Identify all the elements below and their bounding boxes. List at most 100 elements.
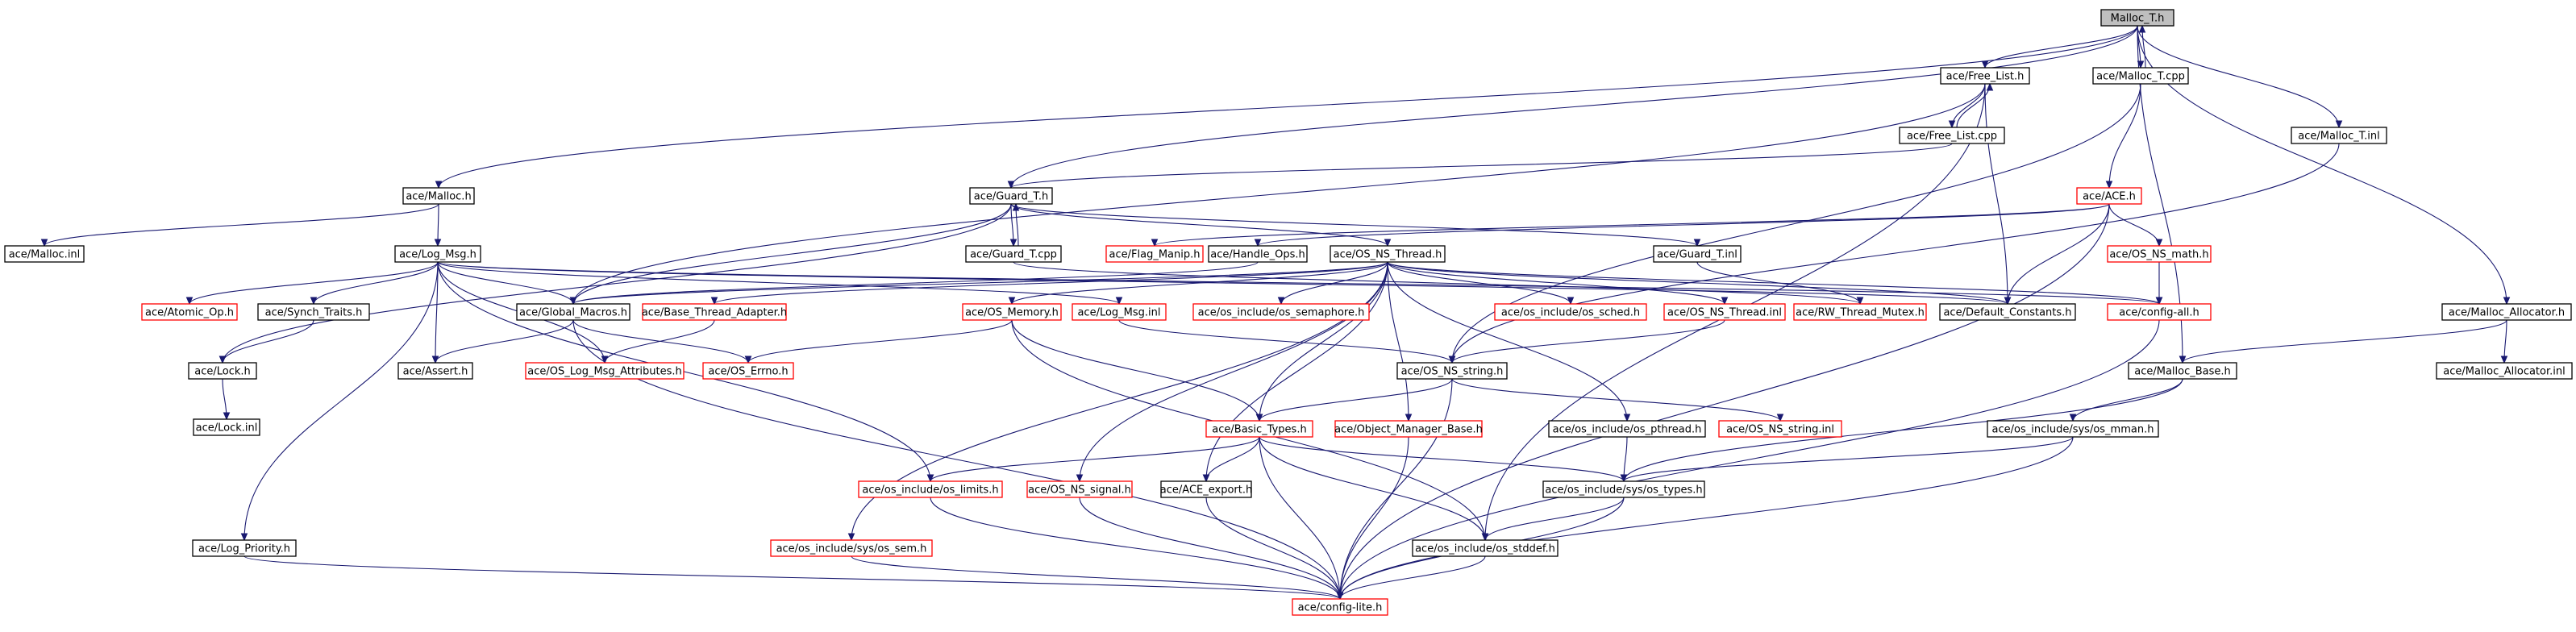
arrowhead-os_ns_thread_h-to-os_pthread_h	[1623, 414, 1631, 422]
node-malloc-inl[interactable]: ace/Malloc.inl	[4, 245, 85, 263]
nodes-layer: Malloc_T.h ace/Free_List.h ace/Malloc_T.cp…	[4, 9, 2573, 616]
node-label: ace/Malloc_T.inl	[2298, 131, 2380, 143]
node-label: ace/OS_NS_Thread.inl	[1667, 307, 1782, 319]
arrowhead-log_msg_h-to-synch_traits_h	[310, 297, 318, 306]
node-box	[141, 303, 238, 321]
node-malloc-base-h[interactable]: ace/Malloc_Base.h	[2128, 362, 2237, 380]
node-malloc-allocator-inl[interactable]: ace/Malloc_Allocator.inl	[2436, 362, 2573, 380]
node-guard-t-cpp[interactable]: ace/Guard_T.cpp	[965, 245, 1062, 263]
node-os-ns-math-h: ace/OS_NS_math.h	[2107, 245, 2212, 263]
arrowhead-malloc_t_h-to-malloc_t_cpp	[2137, 60, 2145, 69]
edge-os_ns_thread_h-to-os_semaphore_h	[1280, 261, 1388, 305]
node-box	[1412, 539, 1559, 557]
node-malloc-allocator-h[interactable]: ace/Malloc_Allocator.h	[2441, 303, 2572, 321]
node-label: ace/OS_NS_Thread.h	[1334, 249, 1442, 261]
node-label: ace/Guard_T.inl	[1657, 249, 1737, 261]
edge-malloc_allocator_h-to-malloc_base_h	[2182, 319, 2507, 364]
node-box	[257, 303, 370, 321]
node-ace-h: ace/ACE.h	[2076, 187, 2142, 205]
arrowhead-ace_h-to-flag_manip_h	[1151, 239, 1159, 247]
arrowhead-guard_t_h-to-os_ns_thread_h	[1384, 239, 1392, 247]
node-atomic-op-h: ace/Atomic_Op.h	[141, 303, 238, 321]
node-ace-export-h[interactable]: ace/ACE_export.h	[1160, 480, 1252, 498]
node-log-msg-h[interactable]: ace/Log_Msg.h	[394, 245, 481, 263]
node-os-ns-thread-h[interactable]: ace/OS_NS_Thread.h	[1330, 245, 1446, 263]
arrowhead-basic_types_h-to-ace_export_h	[1202, 474, 1210, 483]
node-malloc-t-inl[interactable]: ace/Malloc_T.inl	[2291, 127, 2387, 144]
node-os-errno-h: ace/OS_Errno.h	[702, 362, 794, 380]
arrowhead-guard_t_h-to-guard_t_cpp	[1009, 239, 1017, 247]
node-box	[2436, 362, 2573, 380]
edge-os_mman_h-to-os_types_h	[1623, 436, 2074, 482]
node-label: ace/Guard_T.h	[974, 191, 1048, 203]
node-malloc-t-h[interactable]: Malloc_T.h	[2100, 9, 2174, 27]
edge-os_ns_thread_h-to-os_ns_signal_h	[1079, 261, 1388, 482]
node-global-macros-h[interactable]: ace/Global_Macros.h	[516, 303, 630, 321]
node-malloc-h[interactable]: ace/Malloc.h	[402, 187, 475, 205]
node-box	[1192, 303, 1370, 321]
node-box	[770, 539, 933, 557]
node-label: ace/Malloc_Base.h	[2134, 366, 2231, 378]
arrowhead-log_msg_h-to-atomic_op_h	[185, 297, 194, 306]
edge-os_ns_string_h-to-basic_types_h	[1259, 378, 1453, 422]
arrowhead-os_ns_thread_h-to-os_sem_h	[847, 533, 855, 542]
node-assert-h[interactable]: ace/Assert.h	[397, 362, 473, 380]
arrowhead-lock_h-to-lock_inl	[223, 412, 231, 421]
node-lock-inl[interactable]: ace/Lock.inl	[193, 418, 260, 436]
node-free-list-cpp[interactable]: ace/Free_List.cpp	[1899, 127, 2005, 144]
arrowhead-os_ns_thread_h-to-os_memory_h	[1008, 297, 1016, 306]
node-handle-ops-h[interactable]: ace/Handle_Ops.h	[1208, 245, 1308, 263]
node-label: ace/Log_Msg.h	[399, 249, 476, 261]
edge-os_ns_thread_h-to-ace_export_h	[1205, 261, 1388, 482]
edge-ace_export_h-to-config_lite_h	[1205, 497, 1341, 600]
edge-os_ns_thread_h-to-object_manager_base_h	[1387, 261, 1409, 422]
arrowhead-free_list_h-to-free_list_cpp	[1948, 120, 1956, 129]
node-label: ace/os_include/os_stddef.h	[1415, 543, 1555, 555]
edge-object_manager_base_h-to-config_lite_h	[1339, 436, 1409, 600]
arrowhead-os_mman_h-to-os_types_h	[1620, 474, 1628, 483]
edge-os_ns_thread_h-to-os_ns_thread_inl	[1387, 261, 1725, 305]
node-box	[1396, 362, 1508, 380]
node-basic-types-h: ace/Basic_Types.h	[1205, 420, 1313, 438]
node-os-types-h[interactable]: ace/os_include/sys/os_types.h	[1542, 480, 1705, 498]
node-guard-t-inl[interactable]: ace/Guard_T.inl	[1653, 245, 1742, 263]
arrowhead-synch_traits_h-to-lock_h	[218, 356, 227, 364]
node-box	[1793, 303, 1927, 321]
edge-malloc_base_h-to-os_mman_h	[2072, 378, 2183, 422]
node-label: ace/OS_Log_Msg_Attributes.h	[527, 366, 681, 378]
node-box	[969, 187, 1053, 205]
edge-os_ns_thread_h-to-config_all_h	[1387, 261, 2160, 305]
node-synch-traits-h[interactable]: ace/Synch_Traits.h	[257, 303, 370, 321]
node-malloc-t-cpp[interactable]: ace/Malloc_T.cpp	[2092, 67, 2189, 85]
arrowhead-os_ns_thread_h-to-base_thread_adapter_h	[710, 297, 718, 306]
node-default-constants-h[interactable]: ace/Default_Constants.h	[1939, 303, 2076, 321]
arrowhead-global_macros_h-to-assert_h	[431, 356, 439, 364]
node-free-list-h[interactable]: ace/Free_List.h	[1940, 67, 2030, 85]
node-box	[192, 539, 297, 557]
node-guard-t-h[interactable]: ace/Guard_T.h	[969, 187, 1053, 205]
node-label: ace/os_include/sys/os_mman.h	[1992, 424, 2154, 436]
node-os-pthread-h[interactable]: ace/os_include/os_pthread.h	[1548, 420, 1706, 438]
arrowhead-malloc_t_h-to-malloc_t_inl	[2335, 120, 2343, 129]
node-box	[1026, 480, 1133, 498]
node-label: ace/os_include/os_pthread.h	[1553, 424, 1702, 436]
edge-basic_types_h-to-os_limits_h	[930, 436, 1260, 482]
node-os-ns-string-h[interactable]: ace/OS_NS_string.h	[1396, 362, 1508, 380]
node-os-stddef-h[interactable]: ace/os_include/os_stddef.h	[1412, 539, 1559, 557]
arrowhead-os_ns_thread_h-to-os_semaphore_h	[1277, 297, 1285, 306]
node-box	[1663, 303, 1786, 321]
node-log-priority-h[interactable]: ace/Log_Priority.h	[192, 539, 297, 557]
node-os-mman-h[interactable]: ace/os_include/sys/os_mman.h	[1987, 420, 2159, 438]
edge-guard_t_cpp-to-rw_thread_mutex_h	[1013, 261, 1861, 305]
node-lock-h[interactable]: ace/Lock.h	[188, 362, 257, 380]
node-box	[1940, 67, 2030, 85]
node-label: ace/os_include/os_limits.h	[862, 484, 998, 497]
node-box	[1494, 303, 1647, 321]
node-flag-manip-h: ace/Flag_Manip.h	[1105, 245, 1204, 263]
edge-os_mman_h-to-config_lite_h	[1339, 436, 2074, 600]
node-config-lite-h: ace/config-lite.h	[1292, 598, 1388, 616]
edge-malloc_h-to-malloc_inl	[44, 203, 439, 247]
node-label: ace/os_include/os_sched.h	[1501, 307, 1640, 319]
edge-os_ns_thread_h-to-os_memory_h	[1011, 261, 1388, 305]
